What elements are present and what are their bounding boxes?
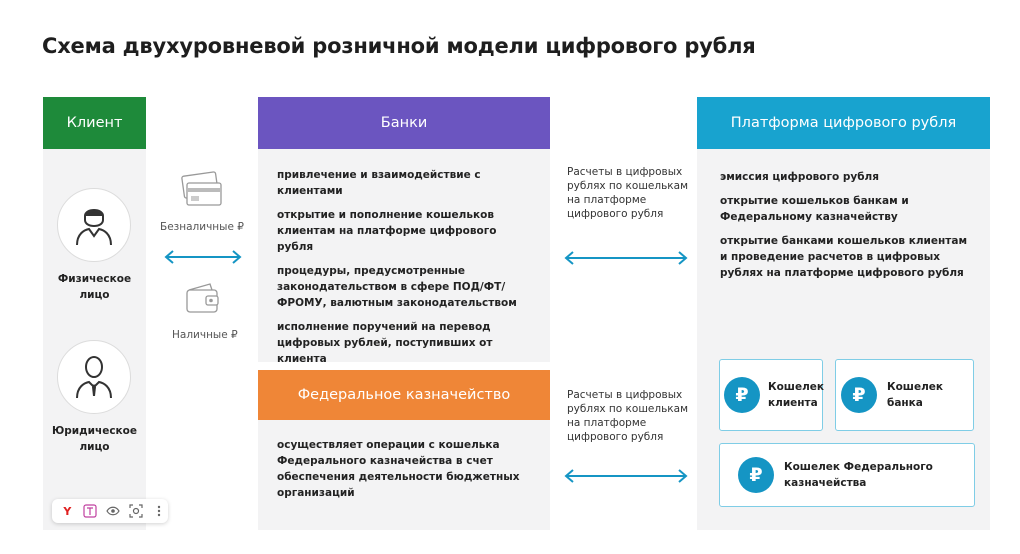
platform-functions: эмиссия цифрового рубля открытие кошельк… [697, 149, 990, 281]
wallet-icon [186, 283, 219, 313]
treasury-wallet: ₽ Кошелек Федерального казначейства [719, 443, 975, 507]
platform-item: открытие кошельков банкам и Федеральному… [720, 195, 909, 223]
bank-wallet: ₽ Кошелек банка [835, 359, 974, 431]
screenshot-icon[interactable] [126, 501, 145, 521]
individual-avatar [57, 188, 131, 262]
platform-header: Платформа цифрового рубля [697, 97, 990, 149]
banks-header: Банки [258, 97, 550, 149]
platform-panel: Платформа цифрового рубля эмиссия цифров… [697, 97, 990, 530]
settlements-note-top: Расчеты в цифровых рублях по кошелькам н… [567, 166, 688, 220]
treasury-text: осуществляет операции с кошелька Федерал… [277, 439, 520, 499]
banks-functions: привлечение и взаимодействие с клиентами… [258, 149, 550, 367]
yandex-icon[interactable]: Y [63, 504, 72, 518]
banks-item: привлечение и взаимодействие с клиентами [277, 169, 481, 197]
banks-item: процедуры, предусмотренные законодательс… [277, 265, 517, 309]
client-wallet-label: Кошелек клиента [768, 381, 825, 409]
page-title: Схема двухуровневой розничной модели циф… [42, 34, 756, 58]
bank-cards-icon [181, 171, 222, 206]
more-icon[interactable] [149, 501, 168, 521]
client-bank-arrow [164, 250, 242, 264]
ruble-icon: ₽ [841, 377, 877, 413]
banks-panel: Банки привлечение и взаимодействие с кли… [258, 97, 550, 365]
treasury-header: Федеральное казначейство [258, 370, 550, 420]
person-icon [76, 209, 112, 246]
treasury-platform-arrow [564, 469, 688, 483]
legal-entity-avatar [57, 340, 131, 414]
businessman-icon [76, 356, 112, 399]
eye-icon[interactable] [104, 501, 123, 521]
bank-platform-arrow [564, 251, 688, 265]
client-header: Клиент [43, 97, 146, 149]
treasury-panel: Федеральное казначейство осуществляет оп… [258, 370, 550, 530]
image-toolbar: Y [52, 499, 168, 523]
treasury-wallet-label: Кошелек Федерального казначейства [784, 461, 933, 489]
banks-item: открытие и пополнение кошельков клиентам… [277, 209, 497, 253]
individual-label: Физическое лицо [57, 273, 132, 301]
settlements-note-bottom: Расчеты в цифровых рублях по кошелькам н… [567, 389, 688, 443]
client-panel: Клиент Физическое лицо Юридическое лицо [43, 97, 146, 530]
legal-entity-label: Юридическое лицо [51, 425, 138, 453]
platform-item: эмиссия цифрового рубля [720, 171, 879, 183]
cashless-label: Безналичные ₽ [160, 221, 244, 233]
banks-item: исполнение поручений на перевод цифровых… [277, 321, 493, 365]
translate-icon[interactable] [81, 501, 100, 521]
bank-wallet-label: Кошелек банка [887, 381, 944, 409]
platform-item: открытие банками кошельков клиентам и пр… [720, 235, 968, 279]
client-wallet: ₽ Кошелек клиента [719, 359, 825, 431]
ruble-icon: ₽ [738, 457, 774, 493]
ruble-icon: ₽ [724, 377, 760, 413]
cash-label: Наличные ₽ [172, 329, 238, 341]
